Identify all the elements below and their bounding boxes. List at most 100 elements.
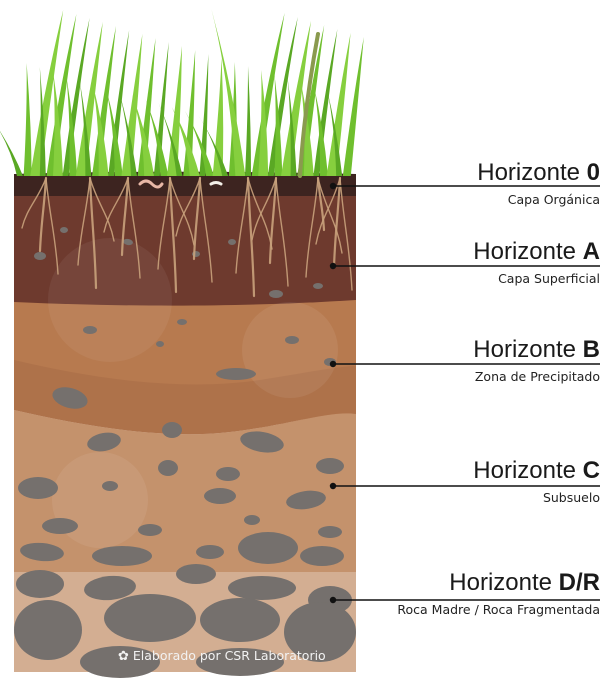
rock-shape <box>240 431 284 453</box>
root-strand <box>332 176 342 269</box>
credit-footer: ✿Elaborado por CSR Laboratorio <box>118 648 326 664</box>
grass-blade <box>281 21 311 176</box>
grass-blade <box>287 78 297 176</box>
rock-shape <box>318 526 342 538</box>
horizon-0-title: Horizonte 0 <box>477 159 600 186</box>
rock-shape <box>138 524 162 536</box>
root-strand <box>45 177 59 275</box>
grass-blade <box>121 34 143 176</box>
grass <box>0 9 364 178</box>
rock-shape <box>87 432 121 452</box>
rock-shape <box>300 546 344 566</box>
rock-shape <box>285 336 299 344</box>
grass-blade <box>342 37 364 176</box>
horizon-o-layer <box>14 171 356 196</box>
grass-blade <box>211 9 246 176</box>
horizon-b-label: Horizonte B Zona de Precipitado <box>473 337 600 385</box>
root-strand <box>275 177 289 287</box>
rock-shape <box>196 545 224 559</box>
grass-blade <box>62 18 90 176</box>
rock-shape <box>177 319 187 325</box>
grass-blade <box>145 99 169 176</box>
grass-blade <box>158 103 183 176</box>
rock-shape <box>92 546 152 566</box>
rock-shape <box>286 490 326 510</box>
root-strand <box>21 177 47 229</box>
horizon-dr-title: Horizonte D/R <box>449 569 600 596</box>
grass-blade <box>79 79 92 176</box>
grass-blade <box>212 58 224 176</box>
grass-blade <box>251 13 285 176</box>
leader-dot <box>329 182 337 190</box>
horizon-b-subtitle: Zona de Precipitado <box>474 369 600 384</box>
leader-lines <box>329 182 600 604</box>
grass-blade <box>267 17 298 176</box>
grass-blade <box>39 67 46 176</box>
rock-shape <box>238 532 298 564</box>
rock-shape <box>104 594 196 642</box>
grass-blade <box>0 131 23 176</box>
horizon-b-deep-shade <box>14 360 356 435</box>
horizon-a-subtitle: Capa Superficial <box>498 271 600 286</box>
grass-blade <box>23 63 32 176</box>
grass-blade <box>199 54 209 176</box>
grass-blade <box>300 82 314 176</box>
root-strand <box>315 177 341 245</box>
root-strand <box>157 177 171 270</box>
grass-blade <box>314 86 328 176</box>
root-strand <box>317 177 343 254</box>
root-strand <box>103 177 129 233</box>
rock-shape <box>316 458 344 474</box>
root-strand <box>89 177 115 242</box>
rock-shape <box>269 290 283 298</box>
horizon-dr-subtitle: Roca Madre / Roca Fragmentada <box>397 602 600 617</box>
grass-blade <box>105 87 123 176</box>
earthworm-icon <box>138 179 223 189</box>
rock-shape <box>14 600 82 660</box>
grass-blade <box>92 83 109 176</box>
rock-shape <box>83 326 97 334</box>
grass-blade <box>258 70 269 176</box>
rock-shape <box>18 477 58 499</box>
root-strand <box>339 177 353 291</box>
rock-shape <box>52 387 88 409</box>
rock-shape <box>244 515 260 525</box>
horizon-0-label: Horizonte 0 Capa Orgánica <box>477 159 600 208</box>
rock-shape <box>20 542 64 562</box>
root-strand <box>38 176 48 253</box>
rock-shape <box>162 422 182 438</box>
grass-blade <box>66 75 78 176</box>
rock-shape <box>204 488 236 504</box>
horizon-a-title: Horizonte A <box>473 238 600 265</box>
horizon-dr-label: Horizonte D/R Roca Madre / Roca Fragment… <box>397 569 600 618</box>
grass-blade <box>132 95 155 176</box>
grass-blade <box>46 14 77 176</box>
leader-dot <box>329 360 337 368</box>
soft-glow-circle <box>52 452 148 548</box>
rock-shape <box>200 598 280 642</box>
horizon-c-subtitle: Subsuelo <box>542 490 600 505</box>
root-strand <box>246 176 256 298</box>
grass-blade <box>30 10 64 176</box>
horizon-a-label: Horizonte A Capa Superficial <box>473 238 600 287</box>
root-strand <box>120 176 130 257</box>
grass-blade <box>274 74 283 176</box>
rock-shape <box>216 368 256 380</box>
grass-blade <box>245 66 251 176</box>
rock-shape <box>156 341 164 347</box>
rock-shape <box>84 575 136 601</box>
rock-shape <box>313 283 323 289</box>
root-strand <box>169 177 195 246</box>
root-strand <box>77 177 91 266</box>
rock-shape <box>228 239 236 245</box>
seed-stalk <box>298 32 320 178</box>
grass-blade <box>171 107 200 176</box>
horizon-0-subtitle: Capa Orgánica <box>507 192 600 207</box>
rock-shape <box>34 252 46 260</box>
rock-shape <box>42 518 78 534</box>
grass-blade <box>198 115 229 176</box>
rock-shape <box>216 467 240 481</box>
grass-blade <box>92 26 116 176</box>
soft-glow-circle <box>48 238 172 362</box>
